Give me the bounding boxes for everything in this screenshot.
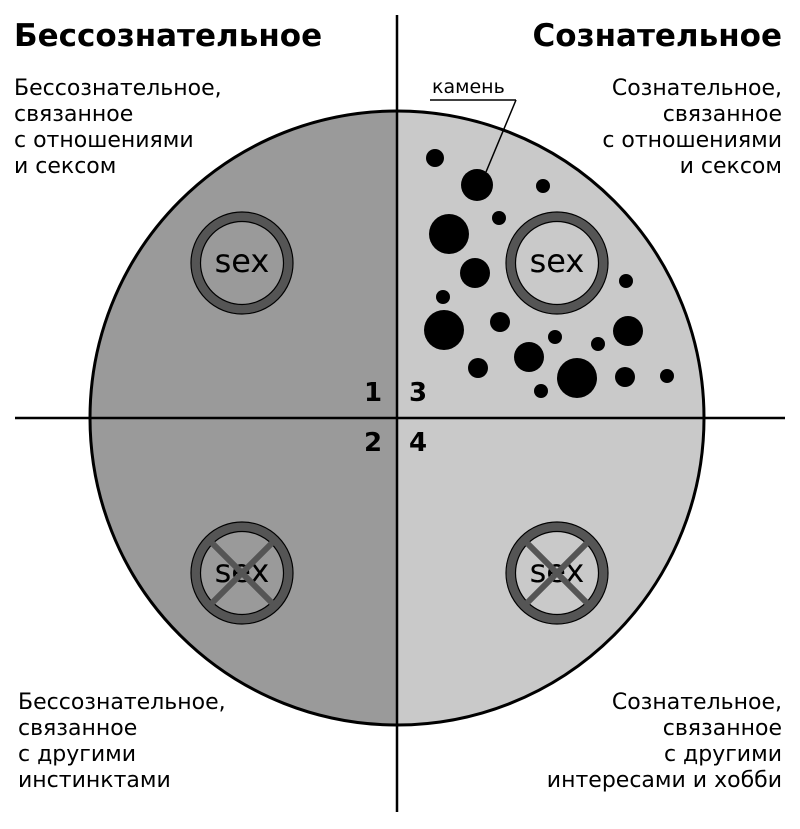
stone xyxy=(660,369,674,383)
label-line: связанное xyxy=(662,716,782,741)
cross-line xyxy=(209,540,275,606)
label-line: Бессознательное, xyxy=(14,76,222,101)
sex-label: sex xyxy=(214,242,270,280)
header-conscious: Сознательное xyxy=(532,18,782,54)
label-line: связанное xyxy=(662,102,782,127)
label-line: и сексом xyxy=(14,154,117,179)
quadrant-number-1: 1 xyxy=(364,378,383,408)
stone xyxy=(591,337,605,351)
quadrant-number-2: 2 xyxy=(364,428,383,458)
label-line: Бессознательное, xyxy=(18,690,226,715)
stone xyxy=(424,310,464,350)
header-unconscious: Бессознательное xyxy=(14,18,323,54)
stones xyxy=(424,149,674,398)
stone xyxy=(492,211,506,225)
stone xyxy=(460,258,490,288)
label-line: с другими xyxy=(663,742,782,767)
stone xyxy=(461,169,493,201)
quadrant-number-3: 3 xyxy=(409,378,428,408)
sex-ring-q3 xyxy=(505,211,609,315)
label-line: связанное xyxy=(14,102,134,127)
stone-label: камень xyxy=(432,76,505,98)
stone xyxy=(514,342,544,372)
label-line: инстинктами xyxy=(18,768,171,793)
sex-ring-q1 xyxy=(190,211,294,315)
quadrant-number-4: 4 xyxy=(409,428,428,458)
stone xyxy=(490,312,510,332)
label-line: Сознательное, xyxy=(611,76,782,101)
stone xyxy=(436,290,450,304)
stone-leader-line xyxy=(485,99,517,173)
stone xyxy=(619,274,633,288)
stone xyxy=(613,316,643,346)
sex-label: sex xyxy=(529,242,585,280)
cross-line xyxy=(524,540,590,606)
crossed-sex-ring-q2 xyxy=(190,521,294,625)
crossed-sex-ring-q4 xyxy=(505,521,609,625)
stone xyxy=(536,179,550,193)
stone xyxy=(429,214,469,254)
stone xyxy=(534,384,548,398)
label-line: интересами и хобби xyxy=(546,768,782,793)
label-line: и сексом xyxy=(679,154,782,179)
stone xyxy=(468,358,488,378)
stone xyxy=(615,367,635,387)
stone xyxy=(548,330,562,344)
label-line: Сознательное, xyxy=(611,690,782,715)
label-line: связанное xyxy=(18,716,138,741)
stone xyxy=(557,358,597,398)
label-line: с отношениями xyxy=(14,128,194,153)
label-line: с отношениями xyxy=(602,128,782,153)
label-line: с другими xyxy=(18,742,137,767)
stone xyxy=(426,149,444,167)
